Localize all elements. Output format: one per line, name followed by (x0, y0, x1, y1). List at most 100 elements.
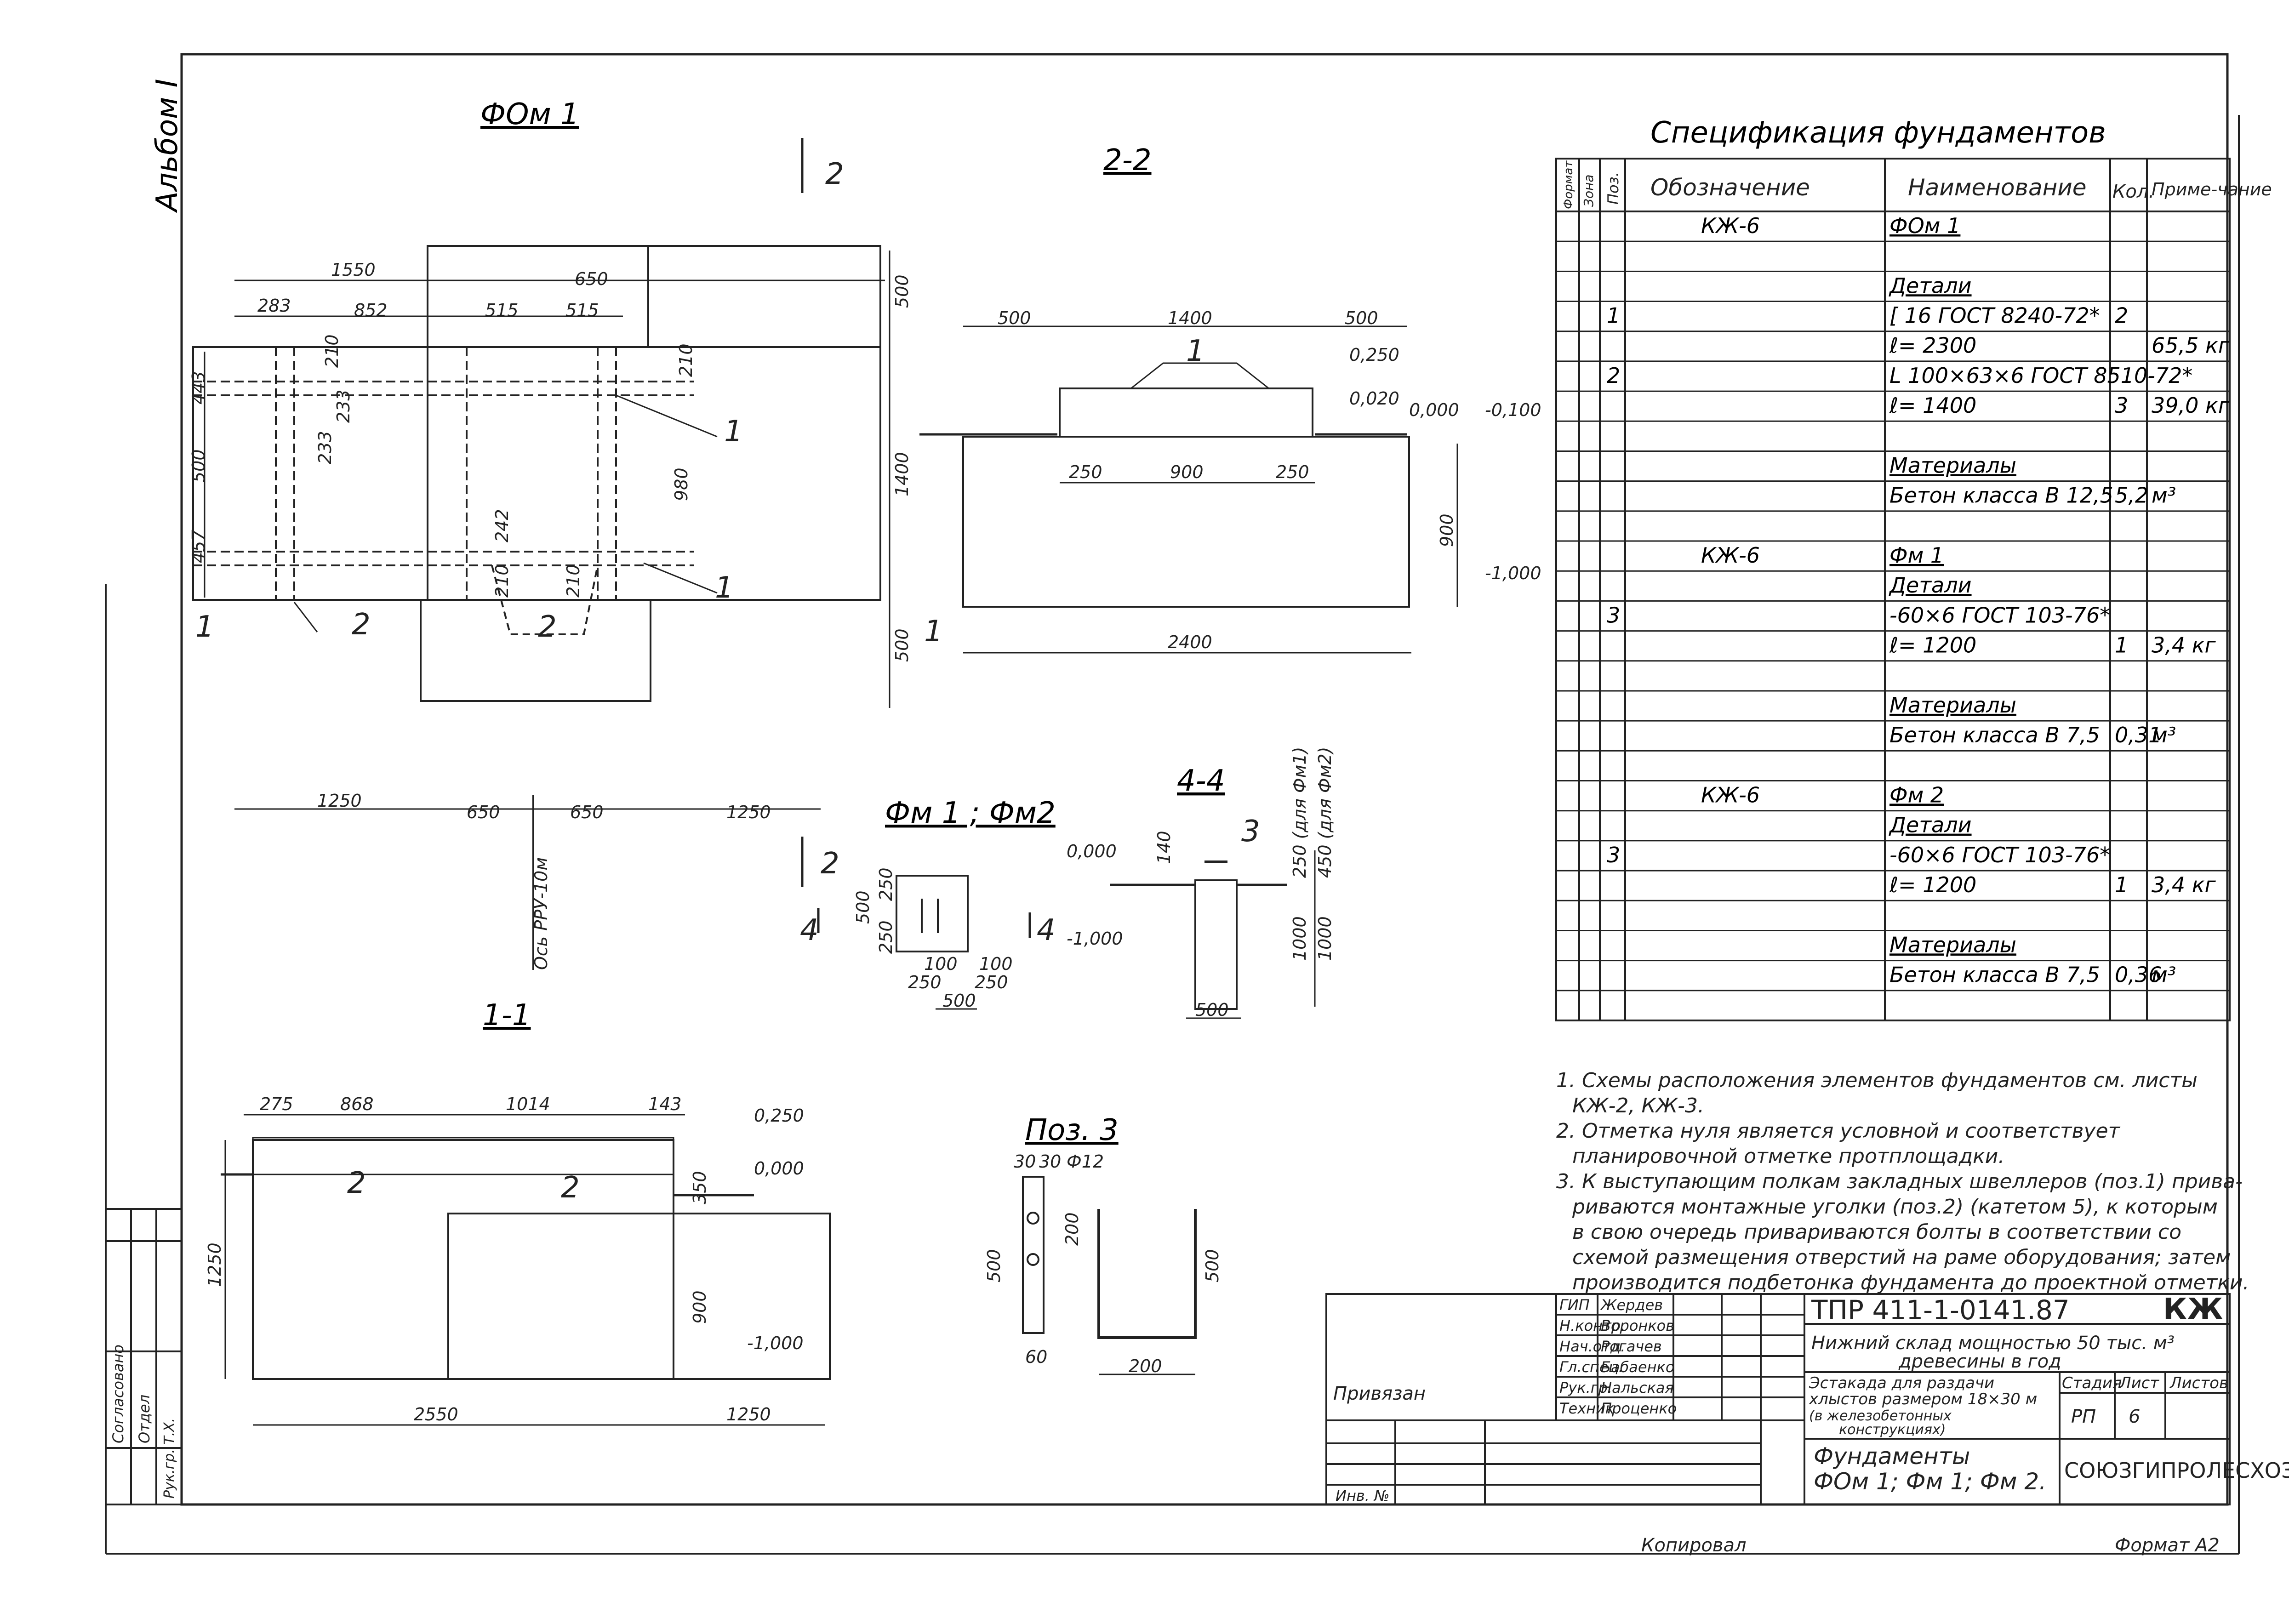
staff-role-3: Нач.отд. (1559, 1338, 1625, 1355)
spec-prim: м³ (2152, 483, 2176, 508)
note-line-4: планировочной отметке протплощадки. (1572, 1145, 2004, 1168)
dim-1250-r: 1250 (726, 802, 771, 822)
tb-sheet-title-1: Фундаменты (1814, 1443, 1970, 1470)
staff-name-2: Воронков (1601, 1317, 1674, 1334)
poz3-title: Поз. 3 (1025, 1113, 1119, 1147)
dim-500-rb: 500 (892, 628, 912, 662)
fm-cut4-right: 4 (1037, 913, 1056, 947)
tb-sheets-h: Листов (2169, 1374, 2228, 1392)
s11-bot-1250: 1250 (726, 1404, 771, 1425)
spec-prim: 3,4 кг (2152, 633, 2216, 658)
section-22-title: 2-2 (1103, 143, 1152, 177)
note-line-5: 3. К выступающим полкам закладных швелле… (1556, 1170, 2243, 1193)
spec-name: ℓ= 1200 (1889, 872, 1976, 897)
s22-leader (1130, 362, 1269, 389)
s11-h-350: 350 (690, 1171, 710, 1204)
cut-mark-2-top: 2 (825, 157, 844, 191)
plan-bottom-block (420, 599, 651, 702)
tb-stage: РП (2071, 1406, 2096, 1427)
s22-bot-250b: 250 (1276, 462, 1309, 482)
side-stamp-1: Согласовано (109, 1345, 127, 1443)
s11-top-hatch (252, 1137, 674, 1175)
s22-bot-250a: 250 (1069, 462, 1102, 482)
s22-elev-0000: 0,000 (1409, 400, 1459, 420)
s44-dim-500: 500 (1195, 1000, 1229, 1020)
spec-name: Материалы (1889, 693, 2016, 718)
note-line-3: 2. Отметка нуля является условной и соот… (1556, 1119, 2121, 1143)
tb-sheet-title-2: ФОм 1; Фм 1; Фм 2. (1814, 1468, 2046, 1495)
spec-prim: м³ (2152, 723, 2176, 747)
s44-dim-250-fm1: 250 (для Фм1) (1290, 747, 1310, 878)
tb-project-1: Нижний склад мощностью 50 тыс. м³ (1811, 1333, 2175, 1354)
axis-label: Ось РРУ-10м (531, 857, 551, 970)
plan-main-slab (192, 346, 881, 601)
spec-oboz: КЖ-6 (1701, 543, 1760, 568)
staff-name-4: Бабаенко (1601, 1358, 1674, 1376)
spec-prim: 3,4 кг (2152, 872, 2216, 897)
poz3-dim-f12: Ф12 (1067, 1151, 1104, 1172)
dim-210c: 210 (492, 564, 512, 598)
dim-210b: 210 (676, 343, 696, 377)
spec-kol: 0,31 (2115, 723, 2162, 747)
format-label: Формат А2 (2115, 1535, 2220, 1556)
dim-515a: 515 (485, 300, 519, 320)
spec-name: Детали (1889, 813, 1972, 838)
poz3-hole-a (1027, 1212, 1039, 1225)
spec-poz: 3 (1607, 843, 1620, 867)
s11-elev-0000: 0,000 (754, 1158, 804, 1179)
s44-leader-3: 3 (1241, 815, 1260, 849)
copied-by: Копировал (1641, 1535, 1747, 1556)
fm-dim-250b: 250 (876, 920, 896, 954)
fm-plan (817, 875, 1031, 1010)
tb-object-1: Эстакада для раздачи (1809, 1374, 1994, 1392)
s22-elev-m1000: -1,000 (1485, 563, 1541, 583)
poz3-dim-30a: 30 (1014, 1151, 1036, 1172)
s44-dim-450-fm2: 450 (для Фм2) (1315, 747, 1335, 878)
spec-name: L 100×63×6 ГОСТ 8510-72* (1889, 363, 2192, 388)
spec-name: Материалы (1889, 932, 2016, 957)
spec-name: Бетон класса В 7,5 (1889, 723, 2100, 747)
s11-h-900: 900 (690, 1290, 710, 1324)
spec-name: ℓ= 2300 (1889, 333, 1976, 358)
s44-dim-1000b: 1000 (1315, 916, 1335, 961)
s11-wall (447, 1213, 831, 1380)
side-stamp-2: Отдел (136, 1395, 153, 1443)
fm-dim-100b: 100 (979, 954, 1013, 974)
spec-name: Бетон класса В 7,5 (1889, 963, 2100, 987)
spec-prim: 39,0 кг (2152, 393, 2230, 418)
title-block (105, 1208, 2231, 1505)
s11-dim-143: 143 (648, 1094, 682, 1114)
tb-object-2: хлыстов размером 18×30 м (1809, 1390, 2037, 1408)
s22-elev-0250: 0,250 (1349, 345, 1399, 365)
s22-elev-0020: 0,020 (1349, 388, 1399, 409)
dim-233b: 233 (333, 389, 354, 423)
dim-650-r: 650 (570, 802, 604, 822)
s22-top-500a: 500 (998, 308, 1031, 328)
s11-dim-868: 868 (340, 1094, 374, 1114)
spec-name: Детали (1889, 573, 1972, 598)
s11-elev-m1000: -1,000 (747, 1333, 804, 1353)
poz3-hole-b (1027, 1253, 1039, 1266)
fm-cut4-left: 4 (800, 913, 819, 947)
s11-h-1250: 1250 (205, 1242, 225, 1287)
spec-h-zone: Зона (1581, 174, 1596, 207)
note-line-1: 1. Схемы расположения элементов фундамен… (1556, 1069, 2198, 1092)
fm-outline (896, 875, 969, 952)
fm-dim-500: 500 (853, 890, 873, 924)
staff-role-2: Н.контр. (1559, 1317, 1625, 1334)
section-11-title: 1-1 (483, 998, 531, 1032)
leader-1a (616, 394, 718, 438)
section-22 (919, 325, 1458, 654)
section-44-title: 4-4 (1177, 764, 1225, 798)
tb-inv: Инв. № (1336, 1487, 1389, 1504)
leader-label-2b: 2 (538, 610, 557, 644)
s11-dim-1014: 1014 (506, 1094, 550, 1114)
poz3-detail (1022, 1176, 1197, 1375)
tb-outer (1325, 1293, 2231, 1505)
side-stamp (105, 1208, 183, 1505)
s22-top-500b: 500 (1345, 308, 1378, 328)
poz3-texts: 30 30 Ф12 200 500 60 200 500 (984, 1151, 1222, 1376)
s22-top-1400: 1400 (1168, 308, 1212, 328)
title-block-texts: ТПР 411-1-0141.87 КЖ Нижний склад мощнос… (109, 1293, 2289, 1556)
poz3-dim-60: 60 (1025, 1347, 1047, 1367)
